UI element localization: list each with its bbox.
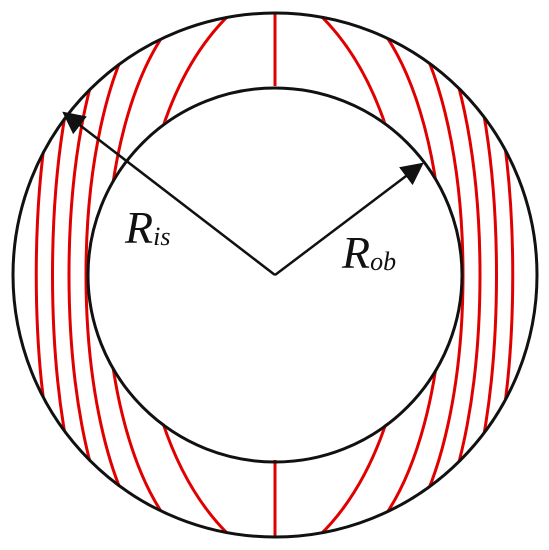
outer-circle (11, 11, 539, 539)
field-line-left-4 (84, 13, 148, 537)
field-line-left-6 (138, 13, 232, 537)
inner-radius-arrow (62, 111, 276, 276)
outer-radius-label: Rob (341, 227, 396, 278)
field-line-right-1 (468, 13, 515, 537)
field-line-right-4 (401, 13, 465, 537)
inner-radius-label: Ris (124, 202, 170, 253)
field-line-right-3 (427, 13, 482, 537)
field-line-left-3 (67, 13, 122, 537)
outer-radius-arrow (274, 162, 424, 276)
field-line-left-1 (34, 13, 81, 537)
field-line-left-5 (105, 13, 182, 537)
inner-circle (86, 86, 464, 464)
